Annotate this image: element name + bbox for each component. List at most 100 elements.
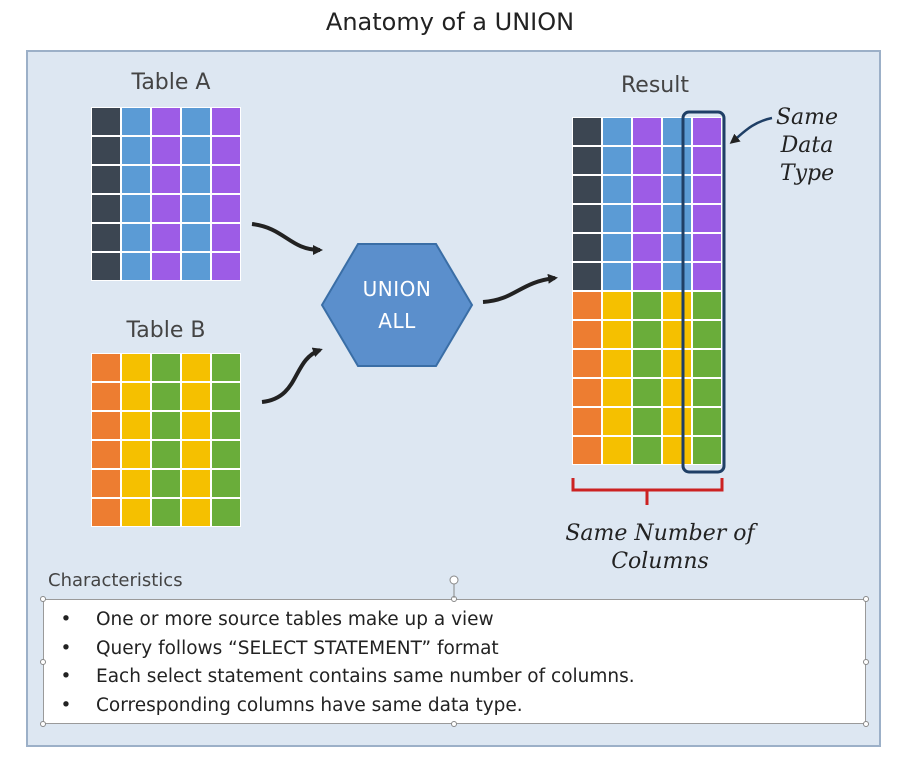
table-cell <box>151 223 181 252</box>
table-cell <box>662 349 692 378</box>
table-cell <box>572 146 602 175</box>
table-cell <box>692 320 722 349</box>
table-cell <box>151 411 181 440</box>
table-cell <box>121 165 151 194</box>
table-cell <box>91 411 121 440</box>
table-cell <box>121 136 151 165</box>
table-cell <box>632 233 662 262</box>
characteristics-box[interactable]: • One or more source tables make up a vie… <box>40 596 869 727</box>
arrow-union-to-result <box>482 273 558 304</box>
table-cell <box>662 407 692 436</box>
table-cell <box>91 223 121 252</box>
arrow-table-a-to-union <box>251 222 323 255</box>
table-cell <box>151 498 181 527</box>
table-cell <box>211 165 241 194</box>
table-cell <box>662 233 692 262</box>
resize-handle[interactable] <box>863 721 869 727</box>
table-cell <box>692 349 722 378</box>
characteristics-list: • One or more source tables make up a vie… <box>56 606 635 720</box>
table-cell <box>181 252 211 281</box>
table-cell <box>121 440 151 469</box>
table-cell <box>632 320 662 349</box>
table-a-label: Table A <box>131 70 211 95</box>
table-cell <box>662 262 692 291</box>
resize-handle[interactable] <box>40 596 46 602</box>
bullet-icon: • <box>60 609 72 630</box>
table-cell <box>572 262 602 291</box>
table-cell <box>692 175 722 204</box>
table-cell <box>692 291 722 320</box>
table-cell <box>602 349 632 378</box>
table-cell <box>151 136 181 165</box>
table-cell <box>662 291 692 320</box>
table-cell <box>692 117 722 146</box>
table-cell <box>121 223 151 252</box>
table-cell <box>602 117 632 146</box>
table-cell <box>602 407 632 436</box>
table-cell <box>602 262 632 291</box>
table-cell <box>121 353 151 382</box>
table-cell <box>91 107 121 136</box>
table-cell <box>572 436 602 465</box>
table-cell <box>632 204 662 233</box>
resize-handle[interactable] <box>40 659 46 665</box>
list-item: •Corresponding columns have same data ty… <box>56 692 635 721</box>
table-cell <box>572 407 602 436</box>
table-cell <box>692 146 722 175</box>
table-cell <box>91 353 121 382</box>
table-cell <box>692 407 722 436</box>
list-item-text: One or more source tables make up a view <box>96 609 494 630</box>
table-cell <box>662 320 692 349</box>
table-cell <box>602 146 632 175</box>
table-cell <box>121 194 151 223</box>
table-cell <box>602 291 632 320</box>
table-cell <box>211 252 241 281</box>
list-item: •Each select statement contains same num… <box>56 663 635 692</box>
table-cell <box>91 252 121 281</box>
table-cell <box>211 469 241 498</box>
resize-handle[interactable] <box>863 659 869 665</box>
table-cell <box>151 107 181 136</box>
bullet-icon: • <box>60 694 72 716</box>
union-label-line1: UNION <box>362 277 432 301</box>
list-item-text: Query follows “SELECT STATEMENT” format <box>96 637 499 659</box>
table-cell <box>632 146 662 175</box>
table-cell <box>121 469 151 498</box>
table-cell <box>662 117 692 146</box>
table-cell <box>572 378 602 407</box>
table-cell <box>572 204 602 233</box>
resize-handle[interactable] <box>40 721 46 727</box>
bullet-icon: • <box>60 666 72 687</box>
table-cell <box>121 107 151 136</box>
table-cell <box>91 165 121 194</box>
table-cell <box>692 262 722 291</box>
table-b-label: Table B <box>126 318 206 343</box>
table-a-grid <box>91 107 241 281</box>
table-cell <box>662 175 692 204</box>
table-cell <box>151 252 181 281</box>
table-cell <box>91 194 121 223</box>
table-b-grid <box>91 353 241 527</box>
table-cell <box>121 382 151 411</box>
table-cell <box>181 440 211 469</box>
resize-handle[interactable] <box>451 721 457 727</box>
table-cell <box>211 382 241 411</box>
table-cell <box>151 194 181 223</box>
table-cell <box>121 252 151 281</box>
table-cell <box>181 136 211 165</box>
table-cell <box>662 436 692 465</box>
table-cell <box>91 382 121 411</box>
hexagon-shape <box>320 243 474 367</box>
table-cell <box>602 436 632 465</box>
same-type-highlight-box <box>681 110 726 474</box>
result-label: Result <box>621 73 689 98</box>
table-cell <box>572 233 602 262</box>
resize-handle[interactable] <box>451 596 457 602</box>
table-cell <box>692 233 722 262</box>
table-cell <box>572 320 602 349</box>
table-cell <box>602 175 632 204</box>
table-cell <box>91 469 121 498</box>
resize-handle[interactable] <box>863 596 869 602</box>
table-cell <box>632 407 662 436</box>
table-cell <box>181 165 211 194</box>
